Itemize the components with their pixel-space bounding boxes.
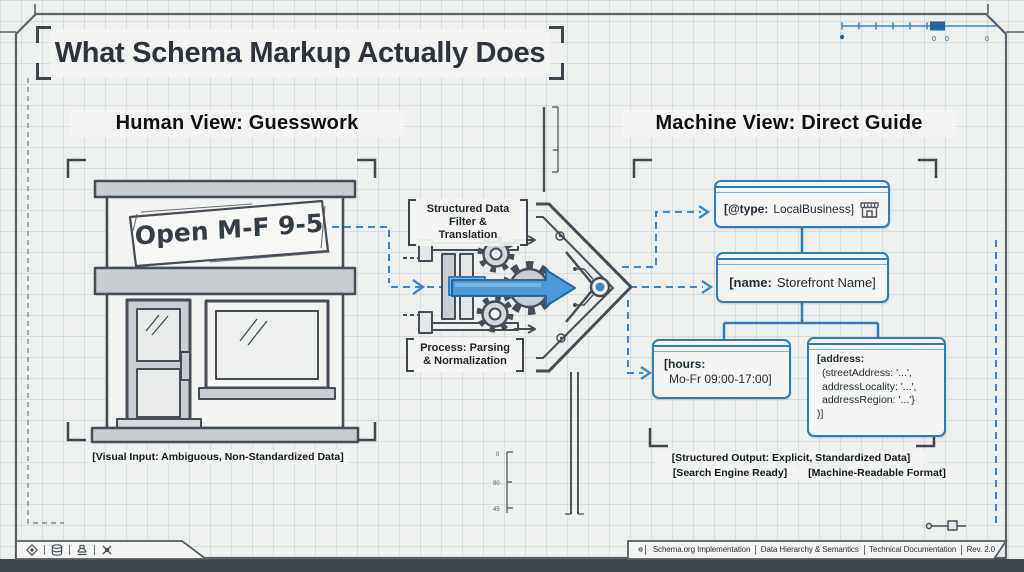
address-line: )] <box>817 408 824 421</box>
human-view-heading: Human View: Guesswork <box>70 110 404 137</box>
storefront-base <box>90 426 360 444</box>
storefront-window <box>198 299 336 400</box>
footer-item-revision: Rev. 2.0 <box>966 545 996 554</box>
footer-icon-block <box>26 543 156 557</box>
flow-arrowheads <box>412 205 714 380</box>
database-icon <box>51 544 63 556</box>
footer-divider <box>94 545 95 555</box>
schema-name-box: [name: Storefront Name] <box>716 252 889 303</box>
footer-divider <box>44 545 45 555</box>
output-chevron-arrow <box>514 202 633 373</box>
bottom-dark-bar <box>0 559 1024 572</box>
name-key: [name: <box>729 275 772 290</box>
schema-tree-connectors <box>722 228 880 339</box>
footer-item-hierarchy: Data Hierarchy & Semantics <box>760 545 859 554</box>
process-label-line1: Process: Parsing <box>420 342 510 354</box>
box-header-strip <box>716 182 888 188</box>
schema-address-box: [address: (streetAddress: '...', address… <box>807 337 946 437</box>
page-title: What Schema Markup Actually Does <box>50 29 550 77</box>
box-header-strip <box>654 341 789 347</box>
filter-label: Structured Data Filter & Translation <box>408 199 528 246</box>
dimension-label: 45 <box>493 507 500 513</box>
type-key: [@type: <box>723 202 769 216</box>
process-label-line2: & Normalization <box>423 355 507 367</box>
box-header-strip <box>718 254 887 260</box>
corner-mark <box>549 63 564 80</box>
scale-ruler: 0 0 0 <box>839 21 998 43</box>
corner-mark <box>36 63 51 80</box>
filter-label-line2: Filter & Translation <box>438 216 498 241</box>
tools-icon <box>102 545 112 555</box>
ruler-segment <box>930 21 945 31</box>
search-engine-caption: [Search Engine Ready] <box>655 466 805 480</box>
processing-machine <box>403 202 633 373</box>
box-header-strip <box>718 260 887 265</box>
storefront-icon <box>860 201 879 218</box>
footer-item-docs: Technical Documentation <box>869 545 957 554</box>
detail-callout-glyph <box>925 520 966 531</box>
corner-mark <box>549 26 564 43</box>
footer-strip <box>0 540 1024 572</box>
visual-input-caption: [Visual Input: Ambiguous, Non-Standardiz… <box>88 450 348 464</box>
schema-hours-box: [hours: Mo-Fr 09:00-17:00] <box>652 339 791 399</box>
box-header-strip <box>809 345 944 350</box>
dimension-marks: 0 90 45 <box>493 106 584 515</box>
dimension-label: 90 <box>493 481 500 487</box>
address-key: [address: <box>817 353 865 365</box>
stamp-icon <box>77 544 87 556</box>
machine-readable-caption: [Machine-Readable Format] <box>802 466 952 480</box>
ruler-label: 0 <box>985 36 989 43</box>
address-line: addressRegion: '...'} <box>822 394 915 407</box>
globe-icon <box>638 547 644 552</box>
drawing-frame <box>0 4 1024 560</box>
storefront-illustration <box>90 179 360 444</box>
footer-item-schema: Schema.org Implementation <box>652 545 751 554</box>
storefront-door <box>125 298 192 430</box>
type-value: LocalBusiness] <box>773 202 855 216</box>
storefront-step <box>116 418 202 429</box>
storefront-fascia <box>93 266 357 296</box>
storefront-sign <box>128 199 331 268</box>
right-title-block <box>627 540 1008 560</box>
footer-divider <box>69 545 70 555</box>
translation-arrow <box>451 269 576 307</box>
address-line: addressLocality: '...', <box>822 380 917 393</box>
box-header-strip <box>654 347 789 352</box>
process-label: Process: Parsing & Normalization <box>406 338 524 372</box>
schema-type-box: [@type: LocalBusiness] <box>714 180 890 228</box>
storefront-cornice <box>93 179 357 199</box>
section-corner-brackets <box>66 158 938 448</box>
corner-mark <box>36 26 51 43</box>
box-header-strip <box>716 188 888 193</box>
address-line: (streetAddress: '...', <box>822 366 912 379</box>
title-block: What Schema Markup Actually Does <box>36 26 564 80</box>
footer-info-block: Schema.org Implementation Data Hierarchy… <box>634 541 1000 558</box>
ruler-dot <box>839 34 845 40</box>
ruler-label: 0 <box>945 36 949 43</box>
compass-icon <box>26 544 38 556</box>
ruler-label: 0 <box>932 36 936 43</box>
name-value: Storefront Name] <box>776 275 876 290</box>
filter-label-line1: Structured Data <box>426 203 510 215</box>
left-title-block <box>15 540 209 560</box>
dimension-label: 0 <box>496 452 500 458</box>
box-header-strip <box>809 339 944 345</box>
hours-key: [hours: <box>664 357 706 371</box>
hours-value: Mo-Fr 09:00-17:00] <box>669 372 772 386</box>
structured-output-caption: [Structured Output: Explicit, Standardiz… <box>655 451 927 465</box>
gear-bottom-icon <box>476 295 514 333</box>
machine-view-heading: Machine View: Direct Guide <box>622 110 956 137</box>
